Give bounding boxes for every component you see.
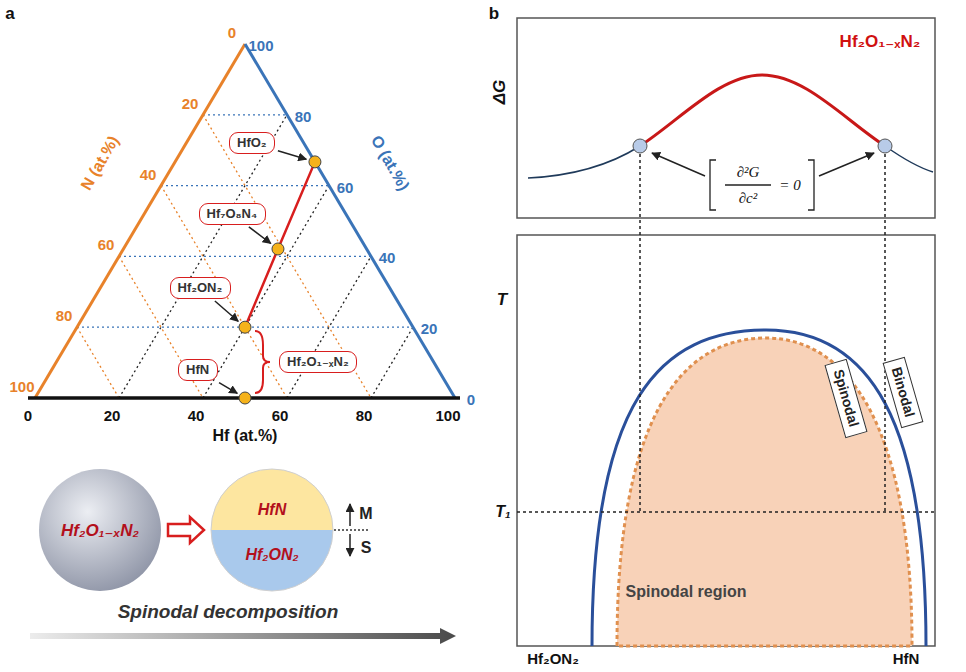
composition-point	[239, 392, 251, 404]
tick-label: 20	[182, 96, 199, 113]
tick-label: 0	[228, 25, 236, 42]
tick-label: 100	[435, 408, 460, 425]
node-text: Binodal	[888, 365, 918, 420]
particle-circle: Hf₂O₁₋ₓN₂	[38, 468, 162, 592]
leader-arrow	[819, 153, 874, 176]
energy-curve	[640, 75, 885, 146]
leader-arrow	[278, 151, 306, 160]
node-text: Hf₂O₁₋ₓN₂	[61, 520, 139, 541]
axis-title: N (at.%)	[77, 133, 122, 193]
leader-arrow	[652, 153, 705, 176]
inflection-point	[878, 139, 892, 153]
projection-line	[639, 154, 641, 512]
tick-label: 100	[248, 38, 273, 55]
tick-label: 80	[295, 109, 312, 126]
formula-term: ∂²G	[737, 164, 760, 181]
axis-title: T₁	[495, 503, 510, 521]
curve-label: Hf₂O₁₋ₓN₂	[840, 33, 921, 52]
inflection-point	[633, 139, 647, 153]
axis-label: HfN	[893, 651, 920, 668]
composition-line	[245, 162, 315, 327]
tick-label: 20	[104, 408, 121, 425]
phase-label-box: Hf₇O₈N₄	[199, 203, 266, 225]
tick-label: 40	[140, 166, 157, 183]
tick-label: 0	[467, 392, 475, 409]
leader-arrow	[215, 301, 238, 321]
formula-term: = 0	[779, 177, 800, 194]
node-text: Hf₂ON₂	[245, 546, 298, 564]
tick-label: 20	[421, 321, 438, 338]
grid-line	[77, 327, 119, 398]
axis-title: O (at.%)	[367, 132, 412, 193]
grid-line	[203, 114, 287, 115]
tick-label: 60	[337, 179, 354, 196]
binodal-curve	[592, 330, 926, 646]
phase-label-box: HfN	[178, 359, 218, 381]
node-text: Hf₇O₈N₄	[207, 206, 258, 222]
hf2on2-phase	[211, 530, 333, 591]
grid-lines	[77, 115, 413, 398]
transformation-arrow	[168, 517, 204, 543]
tick-label: 60	[98, 237, 115, 254]
axis-label: Hf₂ON₂	[527, 651, 579, 668]
tick-label: 60	[272, 408, 289, 425]
formula-bracket	[808, 160, 814, 210]
tick-label: 40	[188, 408, 205, 425]
axis-title: T	[497, 291, 507, 310]
region-label: S	[361, 539, 372, 557]
composition-point	[239, 321, 251, 333]
circle-shape	[210, 468, 334, 592]
panel-letter: a	[5, 5, 14, 24]
node-text: HfO₂	[237, 135, 267, 151]
fraction-bar	[725, 184, 771, 185]
interface-line	[334, 529, 370, 530]
panel-letter: b	[489, 5, 499, 24]
axis-title: ΔG	[491, 80, 510, 105]
hfn-phase	[211, 469, 333, 530]
phase-label-box: HfO₂	[229, 132, 275, 154]
process-label: Spinodal decomposition	[118, 602, 339, 623]
composition-bracket	[255, 331, 270, 393]
t1-line	[517, 511, 935, 513]
curve-label-box: Binodal	[883, 356, 924, 428]
node-text: HfN	[258, 501, 286, 519]
tick-label: 80	[56, 308, 73, 325]
energy-tail	[885, 146, 933, 172]
grid-line	[371, 327, 413, 398]
tick-label: 100	[9, 379, 34, 396]
tick-label: 80	[356, 408, 373, 425]
energy-tail	[528, 146, 640, 178]
tick-label: 0	[24, 408, 32, 425]
spinodal-curve	[617, 338, 912, 646]
region-label: M	[359, 505, 372, 523]
energy-plot-frame	[517, 18, 935, 218]
node-text: Hf₂ON₂	[178, 280, 223, 296]
o-axis	[245, 44, 455, 398]
leader-arrow	[219, 383, 237, 394]
s-arrow	[349, 534, 351, 556]
leader-arrow	[249, 227, 271, 244]
grid-line	[119, 256, 371, 257]
particle-outline	[211, 469, 333, 591]
phase-label-box: Hf₂ON₂	[170, 277, 231, 299]
process-arrow	[30, 628, 456, 644]
grid-line	[287, 256, 371, 398]
decomposed-circle: HfN Hf₂ON₂	[210, 468, 334, 592]
axis-title: Hf (at.%)	[213, 427, 278, 445]
phase-label-box: Hf₂O₁₋ₓN₂	[279, 351, 357, 373]
particle-fill	[39, 469, 161, 591]
formula-term: ∂c²	[739, 190, 758, 207]
formula-bracket	[710, 160, 716, 210]
projection-line	[884, 154, 886, 512]
composition-point	[309, 156, 321, 168]
node-text: HfN	[186, 362, 210, 378]
grid-line	[161, 186, 287, 398]
composition-point	[272, 243, 284, 255]
phase-plot-frame	[517, 235, 935, 646]
tick-label: 40	[379, 250, 396, 267]
region-label: Spinodal region	[626, 583, 747, 601]
m-arrow	[349, 504, 351, 526]
node-text: Hf₂O₁₋ₓN₂	[287, 354, 349, 370]
